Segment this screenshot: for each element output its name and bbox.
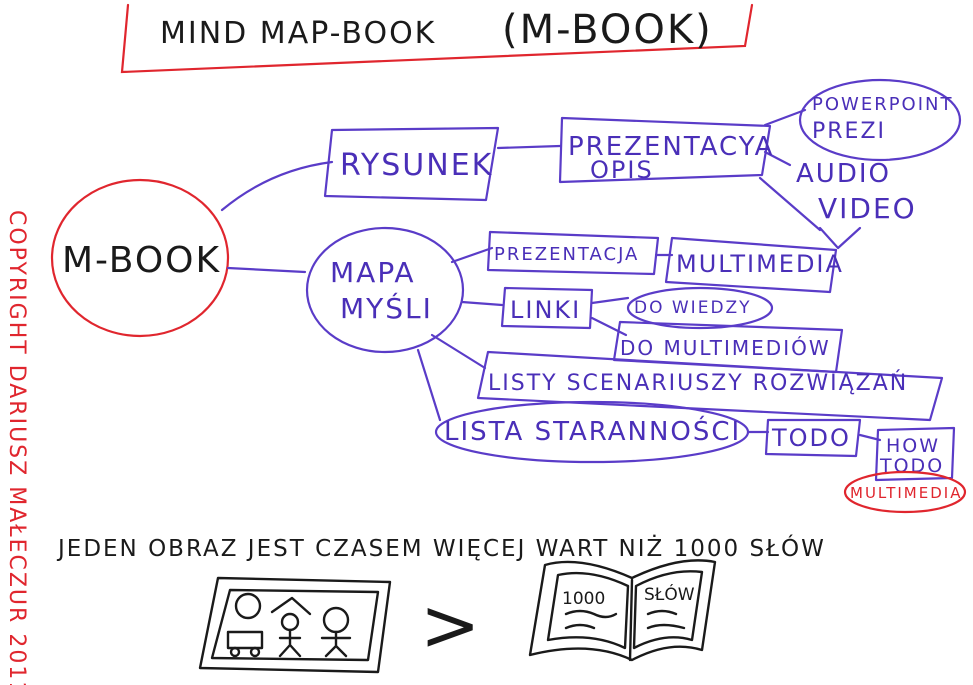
title-frame bbox=[120, 3, 754, 74]
connector-mapa-listy bbox=[430, 333, 487, 370]
listy-label: LISTY SCENARIUSZY ROZWIĄZAŃ bbox=[488, 370, 908, 396]
connector-center-rysunek bbox=[220, 160, 334, 212]
mapa-line2: MYŚLI bbox=[340, 291, 433, 325]
do-wiedzy-label: DO WIEDZY bbox=[634, 298, 752, 318]
title-abbr: (M-BOOK) bbox=[502, 7, 713, 53]
multimedia-red-oval bbox=[843, 470, 967, 514]
caption-text: JEDEN OBRAZ JEST CZASEM WIĘCEJ WART NIŻ … bbox=[56, 534, 826, 562]
lista-starannosci-label: LISTA STARANNOŚCI bbox=[444, 415, 741, 447]
prezentacja-opis-line2: OPIS bbox=[590, 156, 654, 184]
mapa-mysli-oval bbox=[305, 226, 465, 354]
todo-box bbox=[764, 418, 862, 458]
linki-box bbox=[500, 286, 594, 330]
todo-label: TODO bbox=[771, 424, 851, 452]
copyright-text: COPYRIGHT DARIUSZ MAŁECZUR 2011 bbox=[4, 210, 29, 685]
title-text: MIND MAP-BOOK bbox=[160, 16, 436, 51]
rysunek-label: RYSUNEK bbox=[340, 148, 493, 183]
center-node-circle bbox=[50, 178, 230, 338]
book-right-label: SŁÓW bbox=[644, 583, 695, 605]
multimedia-label: MULTIMEDIA bbox=[676, 250, 844, 278]
comparison-symbol: > bbox=[420, 583, 480, 667]
connector-linki-domultimediow bbox=[590, 316, 628, 337]
howtodo-line1: HOW bbox=[886, 435, 940, 457]
rysunek-box bbox=[323, 126, 500, 202]
prezi-label: PREZI bbox=[812, 119, 886, 144]
audio-label: AUDIO bbox=[796, 159, 891, 189]
mapa-line1: MAPA bbox=[330, 256, 416, 289]
prezentacja-box bbox=[486, 230, 660, 276]
connector-prezentacja-video bbox=[758, 176, 822, 232]
book-sketch bbox=[528, 559, 717, 662]
connector-mapa-lista-starannosci bbox=[416, 348, 442, 422]
powerpoint-label: POWERPOINT bbox=[812, 94, 954, 115]
picture-sketch bbox=[198, 576, 392, 674]
connector-rysunek-prezentacja bbox=[496, 144, 562, 150]
arrow-to-multimedia bbox=[818, 226, 862, 250]
linki-label: LINKI bbox=[510, 296, 581, 324]
book-left-label: 1000 bbox=[562, 589, 605, 609]
prezentacja-opis-box bbox=[558, 116, 772, 184]
prezentacja-opis-line1: PREZENTACYA bbox=[568, 132, 774, 162]
video-label: VIDEO bbox=[818, 192, 917, 225]
center-node-label: M-BOOK bbox=[62, 240, 221, 281]
connector-mapa-prezentacja bbox=[450, 246, 494, 264]
lista-starannosci-oval bbox=[434, 400, 750, 464]
multimedia-red-label: MULTIMEDIA bbox=[850, 484, 962, 502]
howtodo-box bbox=[874, 426, 956, 482]
prezentacja-label: PREZENTACJA bbox=[494, 244, 639, 265]
connector-prezentacja-powerpoint bbox=[763, 108, 807, 127]
connector-linki-dowiedzy bbox=[590, 296, 630, 305]
do-multimediow-label: DO MULTIMEDIÓW bbox=[620, 336, 831, 360]
connector-mapa-linki bbox=[460, 300, 504, 307]
multimedia-box bbox=[664, 236, 838, 294]
do-wiedzy-oval bbox=[626, 286, 774, 330]
connector-prezentacja-audio bbox=[763, 150, 792, 167]
powerpoint-prezi-oval bbox=[798, 78, 962, 162]
listy-scenariuszy-box bbox=[476, 350, 944, 422]
connector-center-mapa bbox=[226, 266, 307, 274]
